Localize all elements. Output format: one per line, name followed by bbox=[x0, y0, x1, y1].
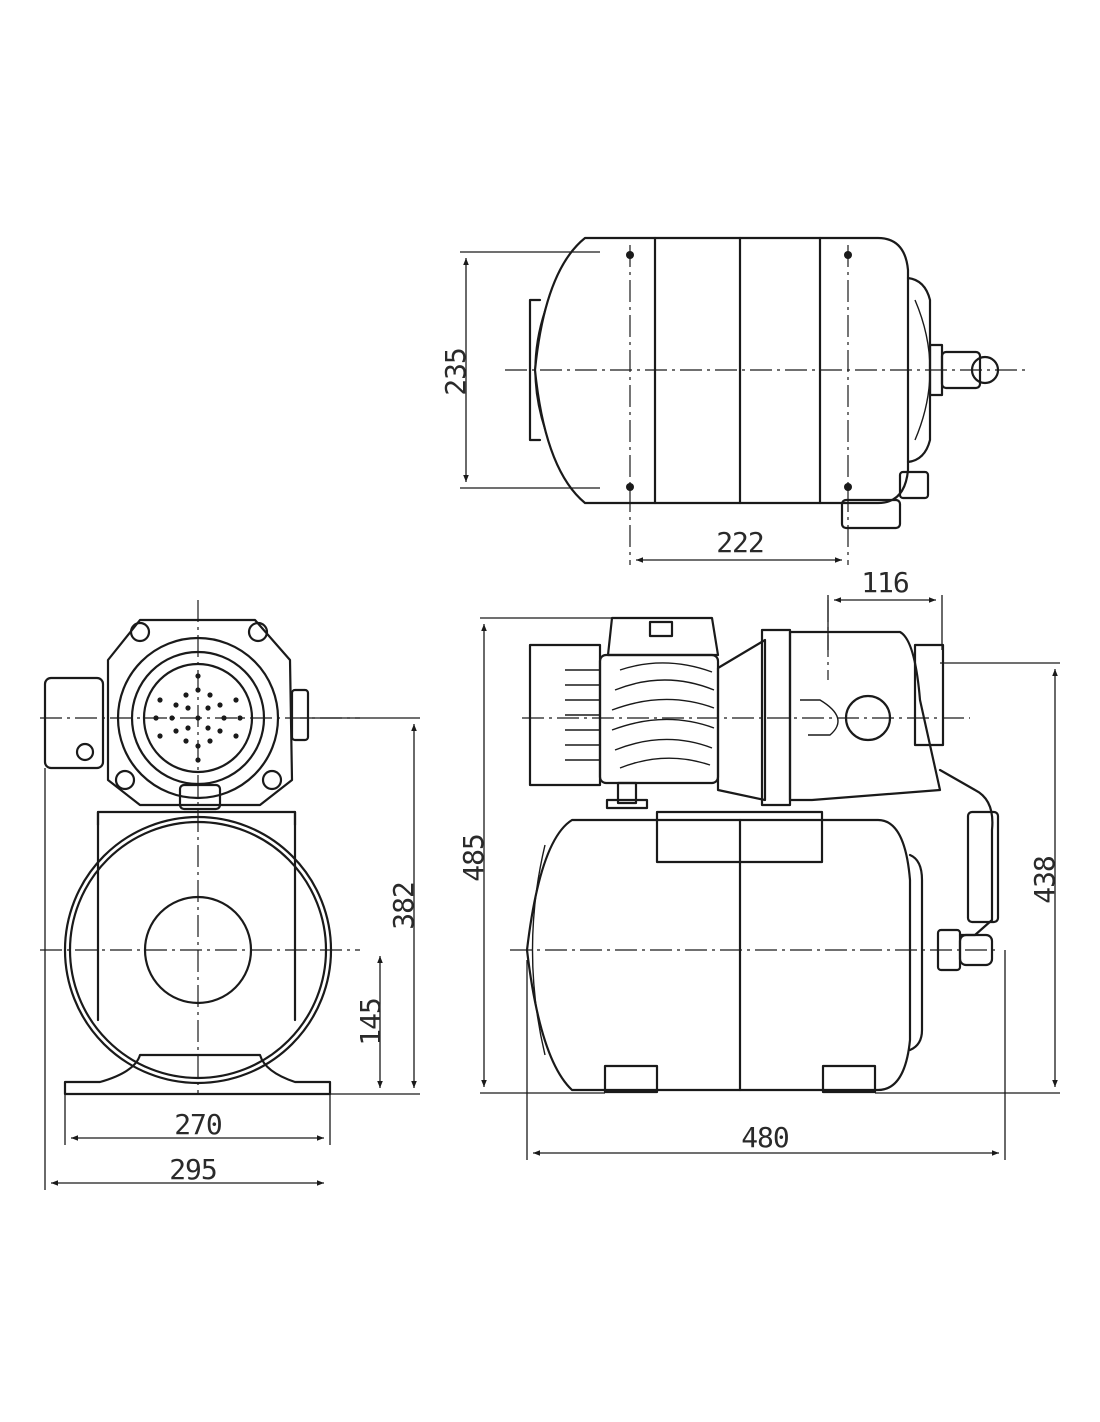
dim-top-height: 235 bbox=[439, 348, 472, 396]
dim-front-center-height: 382 bbox=[387, 882, 420, 930]
dim-side-outlet-height: 438 bbox=[1028, 856, 1061, 904]
dim-front-tank-axis-height: 145 bbox=[354, 998, 387, 1046]
top-view: 235 222 bbox=[439, 236, 1030, 565]
dim-front-total-width: 295 bbox=[169, 1153, 217, 1186]
dim-front-base-width: 270 bbox=[174, 1108, 222, 1141]
dim-side-total-height: 485 bbox=[457, 834, 490, 882]
dim-side-total-length: 480 bbox=[741, 1121, 789, 1154]
dim-side-motor-offset: 116 bbox=[861, 566, 909, 599]
side-view: 116 485 438 480 bbox=[457, 566, 1061, 1160]
dim-top-width: 222 bbox=[716, 526, 764, 559]
front-view: 382 145 270 295 bbox=[40, 600, 420, 1190]
